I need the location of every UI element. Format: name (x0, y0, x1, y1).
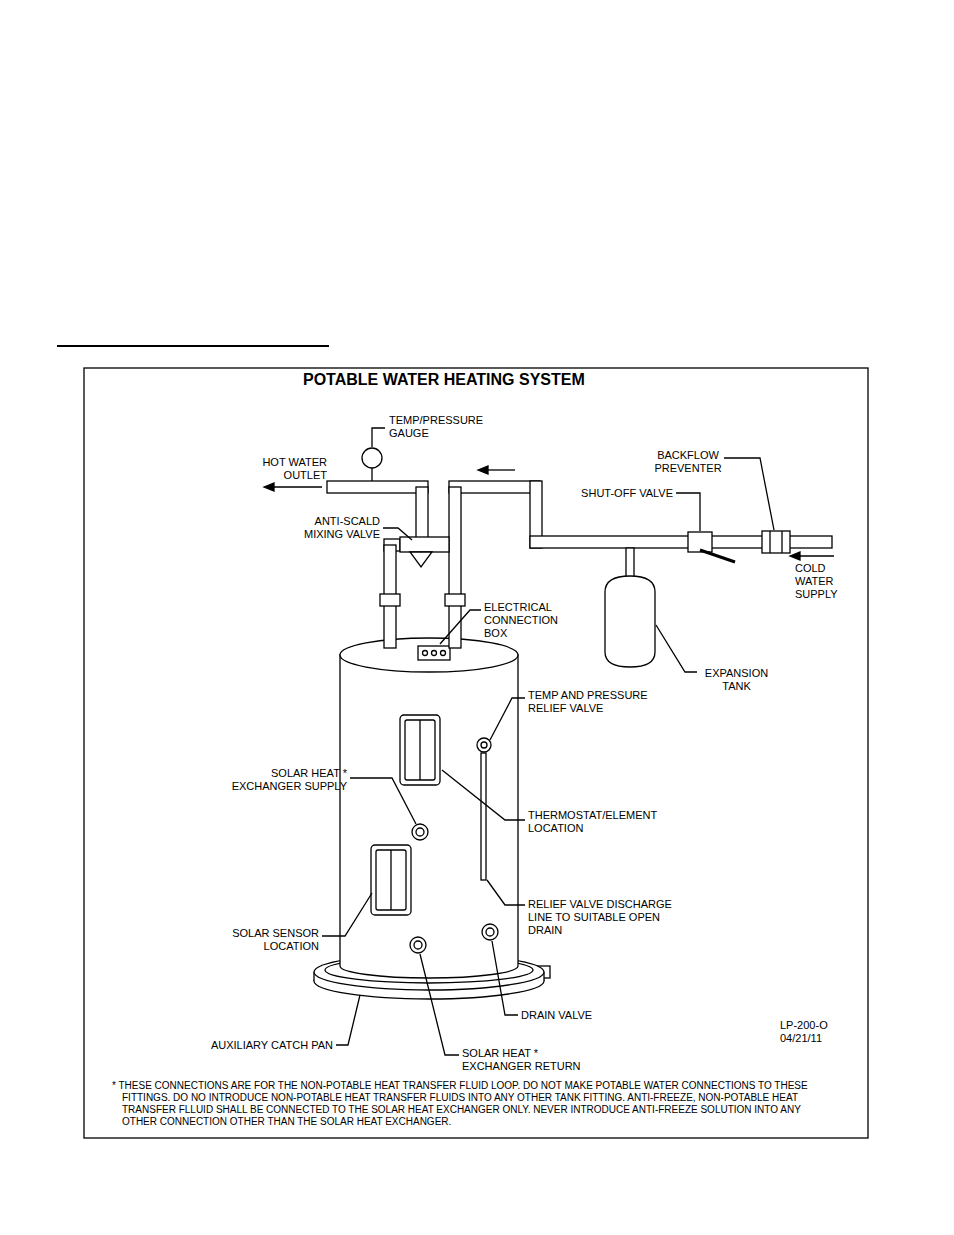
part-label: COLD WATER SUPPLY (795, 562, 847, 601)
part-label: SOLAR HEAT * EXCHANGER SUPPLY (217, 767, 347, 793)
piping (327, 448, 832, 667)
part-label: AUXILIARY CATCH PAN (211, 1039, 333, 1052)
part-label: SHUT-OFF VALVE (581, 487, 673, 500)
part-label: BACKFLOW PREVENTER (648, 449, 728, 475)
part-label: DRAIN VALVE (521, 1009, 592, 1022)
water-heater-tank (340, 638, 518, 978)
part-label: ANTI-SCALD MIXING VALVE (285, 515, 380, 541)
flow-arrows (264, 466, 834, 560)
part-label: TEMP/PRESSURE GAUGE (389, 414, 504, 440)
footnote: * THESE CONNECTIONS ARE FOR THE NON-POTA… (112, 1080, 834, 1128)
part-label: RELIEF VALVE DISCHARGE LINE TO SUITABLE … (528, 898, 678, 937)
drawing-number: LP-200-O 04/21/11 (780, 1019, 842, 1045)
part-label: TEMP AND PRESSURE RELIEF VALVE (528, 689, 668, 715)
part-label: HOT WATER OUTLET (242, 456, 327, 482)
part-label: SOLAR SENSOR LOCATION (214, 927, 319, 953)
part-label: SOLAR HEAT * EXCHANGER RETURN (462, 1047, 592, 1073)
part-label: ELECTRICAL CONNECTION BOX (484, 601, 574, 640)
part-label: EXPANSION TANK (699, 667, 774, 693)
diagram-frame (84, 368, 868, 1138)
leader-lines (322, 428, 774, 1055)
part-label: THERMOSTAT/ELEMENT LOCATION (528, 809, 678, 835)
heading-rule (57, 345, 329, 347)
diagram-title: POTABLE WATER HEATING SYSTEM (303, 371, 585, 389)
